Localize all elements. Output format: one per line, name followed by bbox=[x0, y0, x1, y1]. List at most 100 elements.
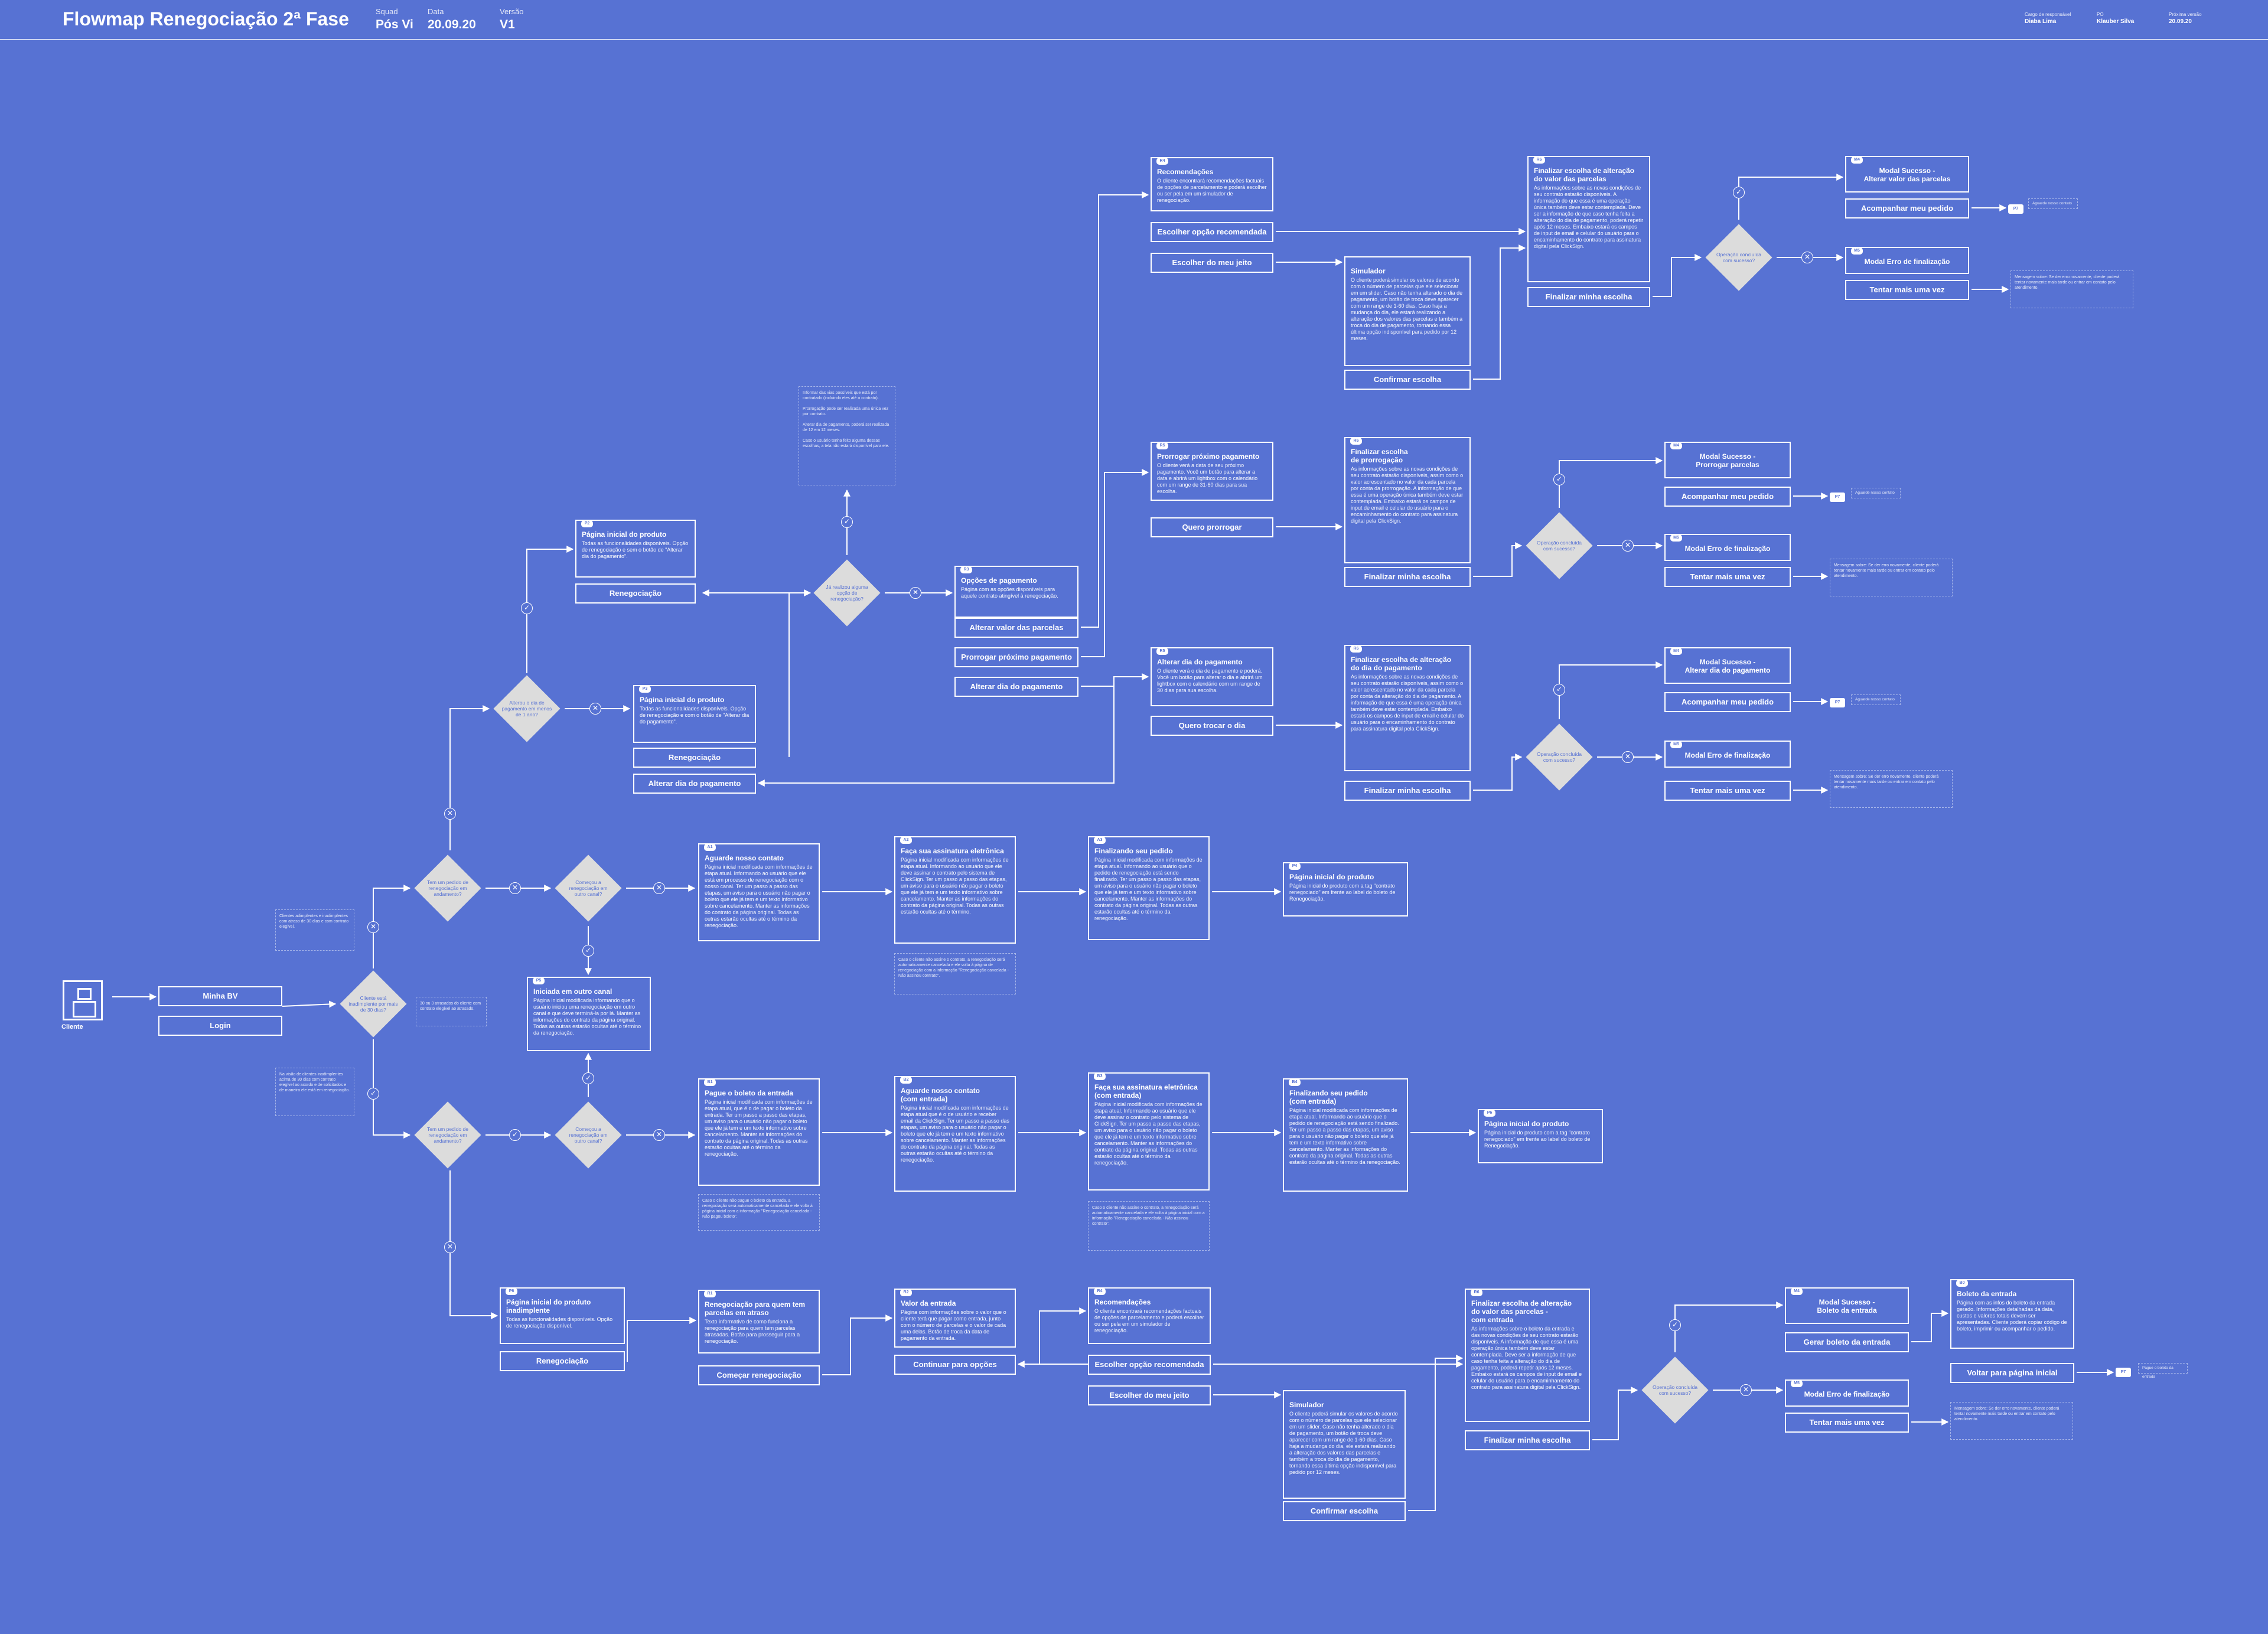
card-title: Página inicial do produto bbox=[1289, 873, 1374, 881]
continuar-button[interactable]: Continuar para opções bbox=[894, 1355, 1016, 1375]
card-tag: R4 bbox=[1094, 1289, 1106, 1295]
tentar-dia-button[interactable]: Tentar mais uma vez bbox=[1664, 781, 1791, 801]
check-icon: ✓ bbox=[1553, 684, 1565, 696]
client-user-icon bbox=[63, 980, 103, 1020]
note-erro-bottom: Mensagem sobre: Se der erro novamente, c… bbox=[1950, 1402, 2073, 1440]
decision-pedido-top: Tem um pedido de renegociação em andamen… bbox=[412, 853, 483, 924]
acompanhar-valor-button[interactable]: Acompanhar meu pedido bbox=[1845, 198, 1969, 218]
login-button[interactable]: Login bbox=[158, 1016, 282, 1036]
confirmar-top-button[interactable]: Confirmar escolha bbox=[1344, 370, 1471, 390]
finalizar-dia-button[interactable]: Finalizar minha escolha bbox=[1344, 781, 1471, 801]
quero-prorrogar-button[interactable]: Quero prorrogar bbox=[1151, 517, 1273, 537]
card-body: Página inicial modificada informando que… bbox=[533, 997, 641, 1036]
card-title: Página inicial do produto bbox=[582, 530, 667, 539]
decision-text: Cliente está inadimplente por mais de 30… bbox=[348, 995, 398, 1013]
quero-trocar-button[interactable]: Quero trocar o dia bbox=[1151, 716, 1273, 736]
acompanhar-dia-button[interactable]: Acompanhar meu pedido bbox=[1664, 692, 1791, 712]
close-icon: ✕ bbox=[1740, 1384, 1752, 1396]
alterar-dia-op-button[interactable]: Alterar dia do pagamento bbox=[954, 677, 1078, 697]
card-tag: P5 bbox=[533, 978, 545, 984]
decision-op-prorrog: Operação concluída com sucesso? bbox=[1524, 510, 1595, 581]
card-tag: P4 bbox=[1289, 863, 1301, 870]
card-title: Modal Erro de finalização bbox=[1804, 1390, 1890, 1398]
gerar-boleto-button[interactable]: Gerar boleto da entrada bbox=[1785, 1332, 1909, 1352]
connector-line bbox=[1408, 1355, 1464, 1511]
escolher-jeito-top-button[interactable]: Escolher do meu jeito bbox=[1151, 253, 1273, 273]
confirmar-bottom-button[interactable]: Confirmar escolha bbox=[1283, 1501, 1406, 1521]
card-title: Valor da entrada bbox=[901, 1299, 956, 1307]
note-assinatura-entrada: Caso o cliente não assine o contrato, a … bbox=[1088, 1201, 1210, 1251]
alterar-valor-button[interactable]: Alterar valor das parcelas bbox=[954, 618, 1078, 638]
card-tag: A3 bbox=[1094, 837, 1106, 844]
page-ref-stub: Aguarde nosso contato bbox=[1851, 488, 1901, 498]
version-label: Versão bbox=[500, 7, 524, 16]
card-title: Aguarde nosso contato bbox=[705, 854, 784, 862]
tentar-top-button[interactable]: Tentar mais uma vez bbox=[1845, 280, 1969, 300]
card-tag: R4 bbox=[1156, 158, 1168, 165]
card-tag: R6 bbox=[1350, 438, 1362, 445]
escolher-rec-bottom-button[interactable]: Escolher opção recomendada bbox=[1088, 1355, 1211, 1375]
revisao-label: Próxima versão bbox=[2169, 12, 2202, 17]
revisao-value: 20.09.20 bbox=[2169, 18, 2192, 25]
decision-text: Operação concluída com sucesso? bbox=[1536, 751, 1582, 763]
connector-line bbox=[1592, 1387, 1638, 1440]
card-body: O cliente verá a data de seu próximo pag… bbox=[1157, 462, 1258, 494]
card-tag: A2 bbox=[900, 837, 912, 844]
po-label: PO bbox=[2097, 12, 2104, 17]
card-body: Página inicial do produto com a tag "con… bbox=[1484, 1130, 1591, 1149]
version-value: V1 bbox=[500, 18, 515, 31]
card-title: Boleto da entrada bbox=[1957, 1290, 2017, 1298]
card-body: Todas as funcionalidades disponíveis. Op… bbox=[640, 706, 750, 725]
finalizar-prorrog-button[interactable]: Finalizar minha escolha bbox=[1344, 567, 1471, 587]
tentar-bottom-button[interactable]: Tentar mais uma vez bbox=[1785, 1413, 1909, 1433]
comecar-button[interactable]: Começar renegociação bbox=[698, 1365, 820, 1385]
card-title: Faça sua assinatura eletrônica (com entr… bbox=[1094, 1083, 1198, 1100]
card-body: O cliente poderá simular os valores de a… bbox=[1351, 277, 1463, 341]
decision-text: Começou a renegociação em outro canal? bbox=[569, 879, 608, 897]
responsavel-label: Cargo de responsável bbox=[2025, 12, 2071, 17]
card-body: As informações sobre as novas condições … bbox=[1534, 185, 1644, 249]
note-30dias-top: Clientes adimplentes e inadimplentes com… bbox=[275, 909, 354, 951]
connector-line bbox=[1738, 174, 1844, 220]
card-title: Modal Sucesso - Alterar dia do pagamento bbox=[1684, 658, 1771, 674]
tentar-prorrog-button[interactable]: Tentar mais uma vez bbox=[1664, 567, 1791, 587]
escolher-jeito-bottom-button[interactable]: Escolher do meu jeito bbox=[1088, 1385, 1211, 1405]
minha-bv-button[interactable]: Minha BV bbox=[158, 986, 282, 1006]
card-body: Página inicial modificada com informaçõe… bbox=[705, 864, 813, 928]
decision-text: Já realizou alguma opção de renegociação… bbox=[826, 584, 868, 602]
reneg-top-button[interactable]: Renegociação bbox=[575, 583, 696, 604]
decision-pedido-bottom: Tem um pedido de renegociação em andamen… bbox=[412, 1100, 483, 1170]
reneg-inad-button[interactable]: Renegociação bbox=[500, 1351, 625, 1371]
acompanhar-prorrog-button[interactable]: Acompanhar meu pedido bbox=[1664, 487, 1791, 507]
card-title: Simulador bbox=[1351, 267, 1386, 275]
card-tag: R5 bbox=[1156, 443, 1168, 449]
page-ref-stub: Aguarde nosso contato bbox=[1851, 694, 1901, 705]
card-tag: R2 bbox=[900, 1290, 912, 1296]
connector-line bbox=[1081, 673, 1149, 687]
close-icon: ✕ bbox=[653, 882, 665, 894]
reneg-mid-button[interactable]: Renegociação bbox=[633, 748, 756, 768]
prorrogar-prox-button[interactable]: Prorrogar próximo pagamento bbox=[954, 647, 1078, 667]
voltar-button[interactable]: Voltar para página inicial bbox=[1950, 1363, 2074, 1383]
card-title: Finalizar escolha de alteração do dia do… bbox=[1351, 655, 1452, 672]
close-icon: ✕ bbox=[910, 587, 921, 599]
finalizar-bottom-button[interactable]: Finalizar minha escolha bbox=[1465, 1430, 1590, 1450]
escolher-rec-top-button[interactable]: Escolher opção recomendada bbox=[1151, 222, 1273, 242]
finalizar-valor-top-button[interactable]: Finalizar minha escolha bbox=[1527, 287, 1650, 307]
check-icon: ✓ bbox=[509, 1129, 521, 1141]
card-title: Página inicial do produto inadimplente bbox=[506, 1298, 591, 1315]
card-tag: R3 bbox=[960, 567, 972, 573]
alterar-dia-mid-button[interactable]: Alterar dia do pagamento bbox=[633, 774, 756, 794]
